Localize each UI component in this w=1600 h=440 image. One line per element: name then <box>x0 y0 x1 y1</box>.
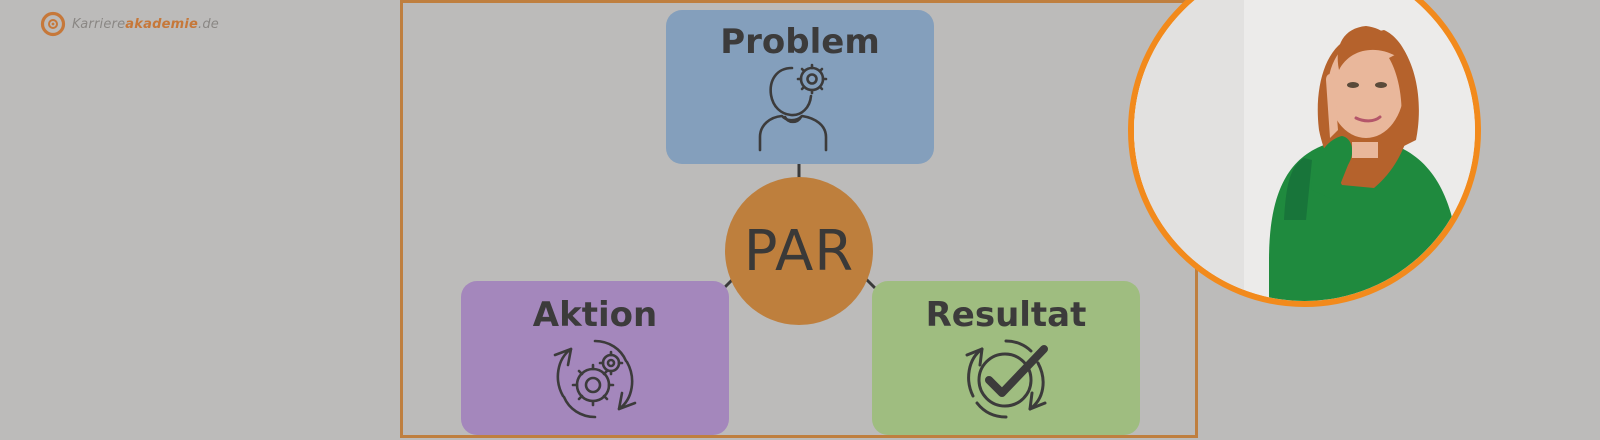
logo-text: Karriereakademie.de <box>72 17 219 32</box>
resultat-title: Resultat <box>925 295 1087 335</box>
aktion-title: Aktion <box>532 295 658 335</box>
aktion-box: Aktion <box>461 281 729 435</box>
logo-text-accent: akademie <box>125 16 199 32</box>
portrait-photo <box>1128 0 1481 307</box>
logo-text-prefix: Karriere <box>72 16 126 32</box>
brand-logo[interactable]: Karriereakademie.de <box>40 11 219 37</box>
person-gear-icon <box>758 63 828 152</box>
resultat-box: Resultat <box>872 281 1140 435</box>
logo-ring-icon <box>40 11 66 37</box>
logo-text-suffix: .de <box>198 16 219 32</box>
problem-box: Problem <box>666 10 934 164</box>
gear-cycle-icon <box>553 339 637 419</box>
problem-title: Problem <box>720 22 880 62</box>
par-hub: PAR <box>725 177 873 325</box>
hub-label: PAR <box>743 218 855 284</box>
woman-thinking-photo <box>1134 0 1475 301</box>
check-cycle-icon <box>965 339 1048 419</box>
